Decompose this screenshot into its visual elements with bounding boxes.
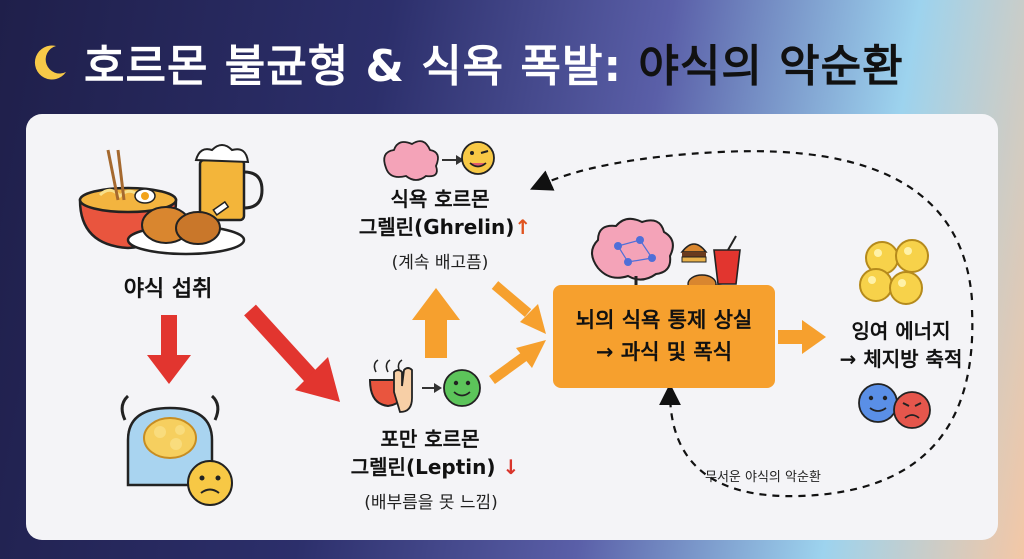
ghrelin-sub: (계속 배고픔) [391,253,489,273]
sad-face-icon [187,460,233,506]
happy-face-icon [858,383,898,423]
leptin-label-1: 포만 호르몬 [380,427,480,451]
brain-box-line-2: → 과식 및 폭식 [595,339,733,364]
orange-arrow-up [412,288,460,358]
leptin-sub: (배부름을 못 느낌) [364,493,498,513]
red-arrow-down [147,315,191,384]
brain-icon [591,217,674,292]
pink-cloud-icon [383,140,439,181]
energy-label-2: → 체지방 축적 [839,347,963,371]
bowl-hand-icon [368,359,413,413]
brain-box-line-1: 뇌의 식욕 통제 상실 [575,308,753,332]
title-part-2: 야식의 악순환 [638,41,904,92]
stomach-person-icon [120,394,220,487]
angry-face-icon [893,391,931,429]
tongue-face-icon [461,141,495,175]
arrow-small-2 [422,383,442,393]
red-arrow-diagonal [244,304,340,402]
drink-icon [713,235,741,285]
brain-control-box: 뇌의 식욕 통제 상실 → 과식 및 폭식 [553,285,775,388]
ghrelin-up-arrow: ↑ [514,215,532,239]
moon-icon [34,45,66,80]
energy-label-1: 잉여 에너지 [851,319,951,343]
title-part-1: 호르몬 불균형 & 식욕 폭발: [84,41,639,92]
ghrelin-label-1: 식욕 호르몬 [390,187,490,211]
orange-arrow-to-energy [778,320,826,354]
ghrelin-name: 그렐린(Ghrelin) [358,215,515,239]
leptin-label-2: 그렐린(Leptin) ↓ [330,454,540,480]
burger-icon [680,243,708,263]
chicken-icon [126,200,246,256]
ghrelin-label-2: 그렐린(Ghrelin)↑ [340,214,550,240]
arrow-small-1 [442,155,464,165]
leptin-down-arrow: ↓ [502,455,520,479]
green-smile-icon [443,369,481,407]
beer-icon [194,144,264,222]
leptin-name: 그렐린(Leptin) [350,455,496,479]
page-title: 호르몬 불균형 & 식욕 폭발: 야식의 악순환 [30,30,904,94]
orange-arrow-ghrelin-to-brain [491,281,546,334]
cycle-dashed-path-top [529,150,974,301]
cycle-caption: 무서운 야식의 악순환 [705,470,821,485]
cycle-dashed-path-bottom [659,309,974,498]
fat-cells-icon [859,239,929,305]
orange-arrow-leptin-to-brain [489,340,546,385]
night-eating-label: 야식 섭취 [123,277,213,302]
